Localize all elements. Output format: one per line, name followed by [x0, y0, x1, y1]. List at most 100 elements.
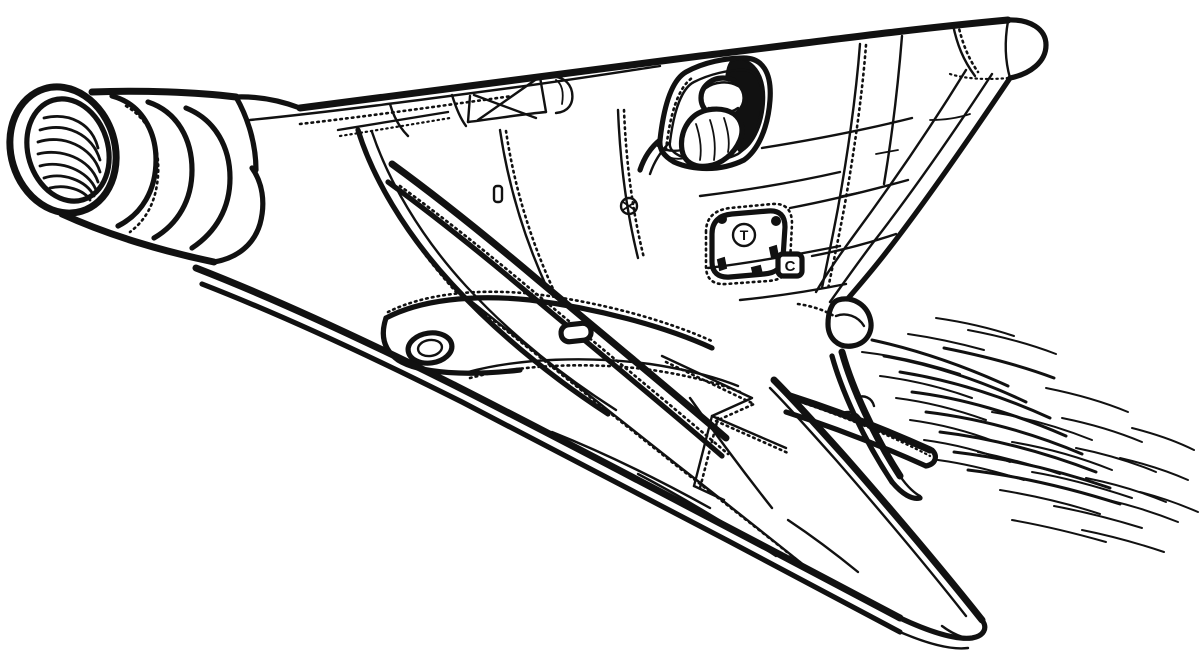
canopy-sill-inner [668, 68, 764, 163]
nose-rear-upper [233, 94, 259, 173]
root-fence-rivets [796, 302, 836, 318]
nose-air-intake [6, 83, 266, 266]
belly-fairing [380, 290, 742, 394]
left-wing-panel-4 [786, 518, 860, 574]
right-wingtip-panel-arc [951, 23, 977, 78]
spine-x-panel-left [466, 94, 472, 124]
right-wing-spanwise-line-1 [760, 116, 914, 150]
right-wing-leading-edge [296, 16, 1012, 112]
left-wing-leading-edge [192, 264, 904, 622]
tail-fin-tip [889, 479, 923, 501]
nose-top-edge [88, 87, 240, 101]
access-panel-t-circle [731, 222, 757, 248]
windscreen-frame [637, 137, 663, 173]
zigzag-panel-drop-rivets [698, 416, 720, 490]
left-wing-panel-2 [688, 396, 774, 510]
tailplane-leading-edge [786, 392, 934, 454]
access-panel-t-letter: T [740, 227, 749, 243]
belly-fairing-upper [383, 295, 715, 351]
fuselage-small-slot [492, 184, 504, 204]
right-wing-trailing-edge-panel [814, 68, 968, 294]
tailplane-notch [838, 410, 862, 420]
deck-rib-2 [450, 93, 468, 128]
pilot-fold-2 [709, 119, 716, 161]
fuselage-panel-div-2-rivets [622, 108, 646, 260]
intake-ring-1 [109, 93, 159, 229]
right-wingtip-seam [1004, 19, 1012, 80]
tailplane-trailing-edge [783, 409, 929, 469]
spine-x-panel-bottom [466, 110, 548, 124]
spine-x-panel-b [476, 76, 540, 122]
spine-x-panel-right [538, 75, 548, 114]
exhaust-speed-streaks [861, 317, 1199, 553]
right-wing-trailing-edge-inner [828, 72, 994, 304]
open-cockpit [637, 55, 773, 176]
deck-rib-1 [388, 102, 410, 138]
fuselage-round-vent [619, 196, 639, 216]
intake-ring-rivets [124, 104, 160, 234]
panel-latch-4 [716, 256, 728, 272]
wing-zigzag-panel-line [660, 354, 790, 502]
deck-seam-1-rivets [338, 116, 452, 138]
right-wingtip-rivets-inner [956, 22, 980, 74]
left-wingtip-seam [940, 624, 968, 640]
service-box-c-letter: C [785, 258, 796, 275]
right-wing-panel-rivets-1 [826, 43, 868, 291]
right-wing-small-panel [929, 113, 971, 121]
right-wing-tick-2 [841, 191, 863, 197]
pilot-figure [656, 75, 748, 169]
tailplane-tip [923, 447, 938, 469]
tail-fin-tip-seam [898, 474, 922, 498]
panel-latch-1 [717, 214, 727, 224]
left-wingtip [897, 615, 988, 641]
right-wing-spanwise-line-3 [810, 232, 898, 258]
intake-duct-shading [36, 115, 102, 202]
panel-latch-5 [750, 264, 764, 278]
left-wing-leading-edge-lower [199, 281, 903, 635]
belly-fairing-upper-rivets [386, 290, 716, 344]
canopy-sill-rivets-left [664, 76, 694, 152]
service-box-outline [775, 251, 805, 279]
pilot-helmet-brim [704, 81, 740, 90]
right-wingtip-fairing [1005, 17, 1049, 81]
tailplane [783, 392, 938, 469]
pilot-arm-lower [661, 153, 687, 160]
left-delta-wing [192, 264, 988, 650]
left-wingtip-lower [898, 630, 970, 650]
tail-fin-leading-edge [838, 348, 904, 480]
pilot-fold-1 [695, 123, 702, 161]
left-wing-panel-1 [550, 430, 712, 510]
fuselage-panel-div-2 [616, 108, 640, 260]
spine-fairing [546, 74, 574, 115]
fuselage-panel-div-1 [498, 128, 550, 292]
fuselage-panel-horiz-3 [738, 282, 848, 302]
intake-lip-inner [24, 96, 112, 204]
wing-root-fence [796, 296, 874, 349]
spine-nose-join [233, 94, 303, 111]
fuselage-panel-div-1-rivets [504, 129, 556, 293]
root-fence-seam [834, 313, 866, 328]
root-fence-bulge [825, 296, 874, 349]
zigzag-panel-foot [692, 484, 726, 502]
left-wing-panel-3 [636, 472, 778, 558]
zigzag-panel-drop [692, 414, 714, 488]
pilot-arm [656, 144, 684, 152]
windscreen-frame-inner [648, 140, 672, 176]
belly-oval-port-inner [416, 338, 444, 358]
fuselage-chine-upper [388, 160, 730, 442]
spine-fairing-seam [555, 79, 564, 105]
intake-ring-3 [183, 105, 233, 251]
deck-seam-1 [336, 110, 450, 132]
belly-fairing-lower [466, 358, 740, 388]
right-wingtip-rivets-lower [948, 72, 1010, 81]
right-wing-panel-line-2 [882, 34, 904, 186]
pilot-fold-3 [723, 117, 730, 153]
left-wing-strake-rivets [456, 290, 822, 580]
belly-fairing-lower-rivets [468, 364, 742, 394]
right-wing-trailing-edge-outer [835, 75, 1013, 313]
fuselage-panel-horiz-1 [698, 170, 842, 198]
tail-fin-notch [854, 395, 876, 408]
fuselage-spine-line [248, 64, 662, 122]
